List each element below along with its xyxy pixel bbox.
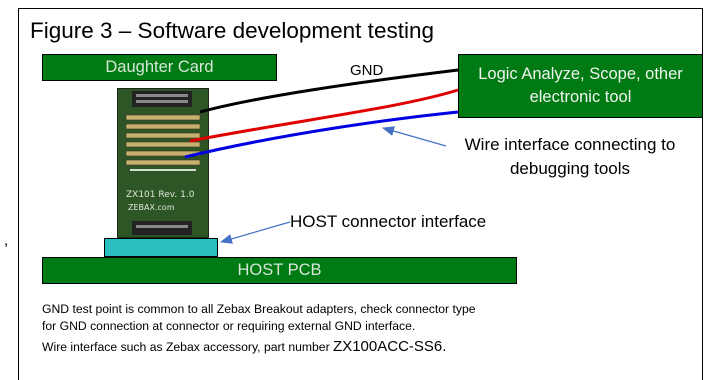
wire-interface-arrow bbox=[382, 126, 447, 147]
note-line-2: for GND connection at connector or requi… bbox=[42, 319, 416, 333]
host-pcb-label: HOST PCB bbox=[237, 261, 322, 279]
blue-wire bbox=[184, 110, 459, 159]
wire-interface-text: Wire interface connecting to debugging t… bbox=[464, 135, 676, 178]
wires-overlay bbox=[184, 68, 459, 244]
daughter-card-label: Daughter Card bbox=[105, 58, 214, 76]
gnd-wire bbox=[199, 68, 459, 114]
wire-interface-label: Wire interface connecting to debugging t… bbox=[444, 133, 696, 181]
board-silkscreen-model: ZX101 Rev. 1.0 bbox=[126, 190, 195, 200]
logic-analyzer-box: Logic Analyze, Scope, other electronic t… bbox=[458, 54, 703, 118]
breakout-board-art: ZX101 Rev. 1.0 ZEBAX.com bbox=[118, 89, 208, 237]
note-line-3: Wire interface such as Zebax accessory, … bbox=[42, 338, 476, 356]
host-connector-arrow bbox=[220, 221, 291, 244]
host-connector-label: HOST connector interface bbox=[290, 212, 487, 231]
red-wire bbox=[189, 88, 459, 143]
note-line-1: GND test point is common to all Zebax Br… bbox=[42, 302, 476, 316]
figure-frame bbox=[18, 8, 703, 380]
part-number: ZX100ACC-SS6. bbox=[333, 338, 447, 355]
host-connector-interface bbox=[104, 238, 218, 257]
breakout-board-image: ZX101 Rev. 1.0 ZEBAX.com bbox=[117, 88, 209, 238]
pin-headers bbox=[125, 114, 201, 166]
logic-analyzer-label: Logic Analyze, Scope, other electronic t… bbox=[478, 65, 683, 106]
stray-comma: , bbox=[4, 232, 9, 249]
daughter-card-box: Daughter Card bbox=[42, 54, 277, 81]
notes-block: GND test point is common to all Zebax Br… bbox=[42, 301, 476, 356]
host-pcb-box: HOST PCB bbox=[42, 257, 517, 284]
note-line-3-prefix: Wire interface such as Zebax accessory, … bbox=[42, 340, 334, 354]
gnd-label: GND bbox=[350, 62, 384, 79]
board-silkscreen-site: ZEBAX.com bbox=[128, 203, 175, 212]
figure-title: Figure 3 – Software development testing bbox=[30, 18, 434, 43]
